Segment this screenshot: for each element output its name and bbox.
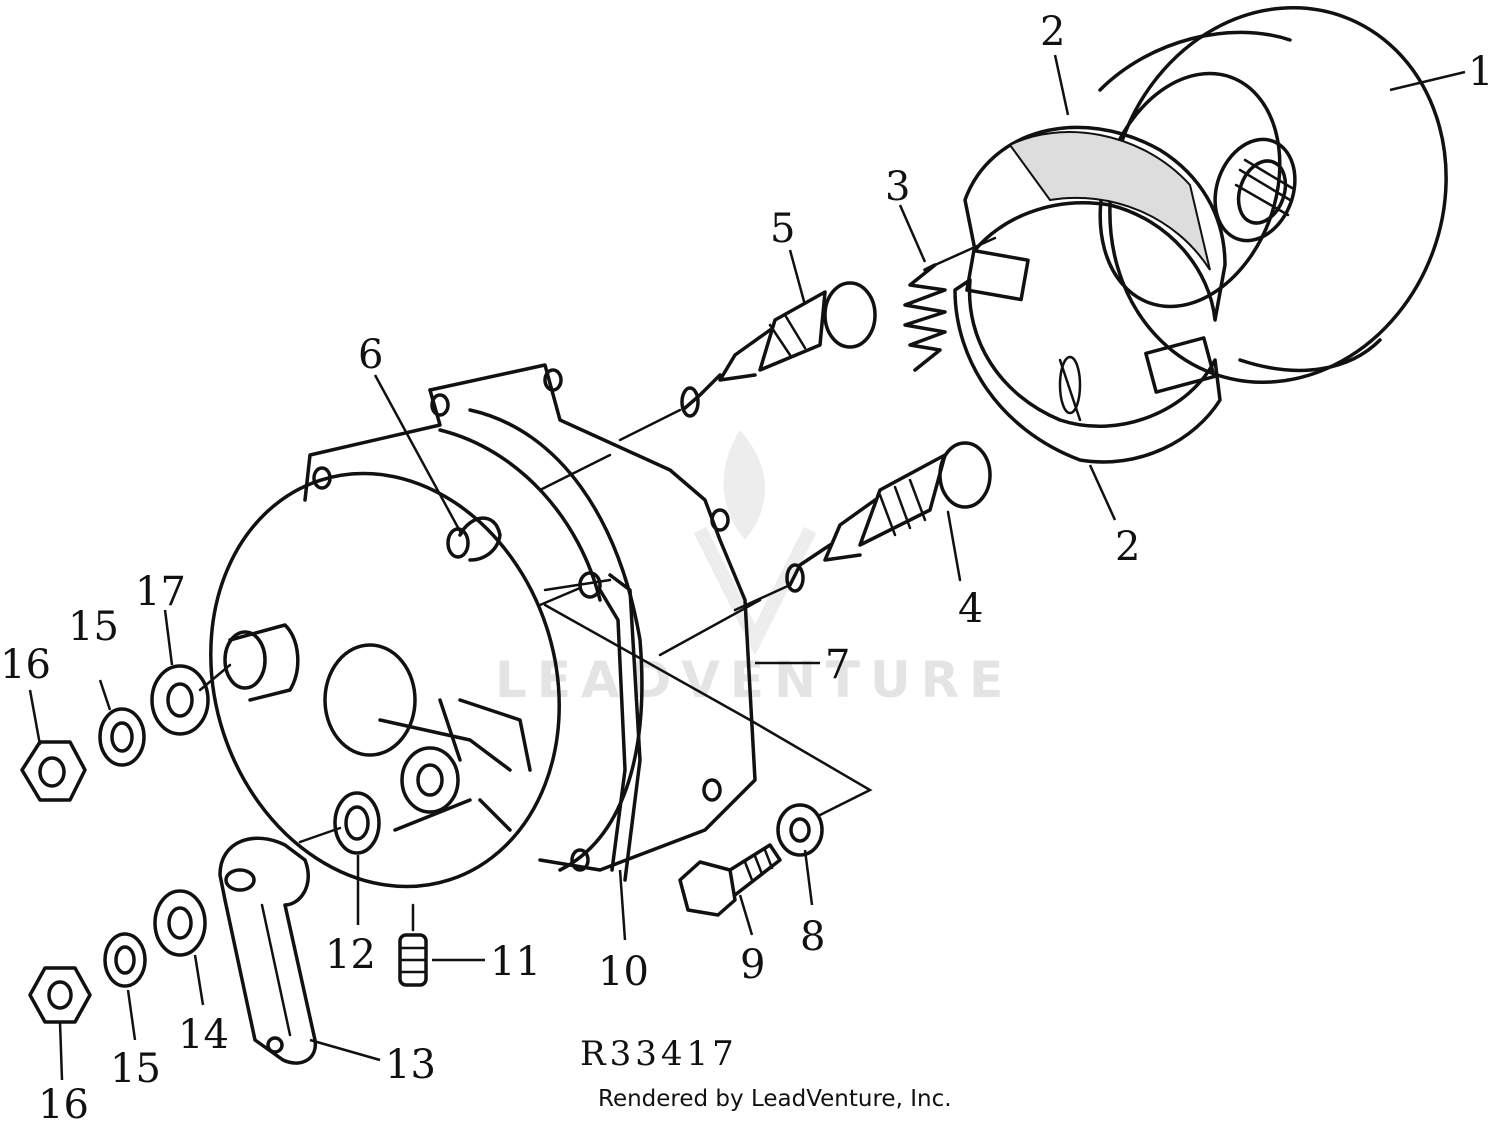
bolt-part-9: [678, 843, 782, 917]
leader-lines: [28, 54, 1466, 1081]
lever-part-13: [218, 836, 317, 1065]
callout-12: 12: [325, 932, 376, 978]
callout-17: 17: [135, 569, 186, 615]
callout-6: 6: [358, 332, 383, 378]
callout-3: 3: [885, 164, 910, 210]
callout-13: 13: [385, 1042, 436, 1088]
callout-2-upper: 2: [1040, 9, 1065, 55]
callout-1: 1: [1468, 49, 1493, 95]
callout-2-lower: 2: [1115, 524, 1140, 570]
callout-5: 5: [770, 206, 795, 252]
callout-11: 11: [490, 939, 541, 985]
washer-part-17: [150, 664, 210, 736]
shaft-part-5: [680, 281, 877, 418]
washer-part-14: [153, 889, 207, 957]
callout-7: 7: [825, 642, 850, 688]
callout-14: 14: [178, 1012, 229, 1058]
washer-part-12: [333, 791, 381, 855]
set-screw-part-11: [398, 903, 428, 987]
brake-housing: [209, 363, 757, 889]
callout-10: 10: [598, 949, 649, 995]
assembly-lines: [198, 408, 873, 844]
callout-8: 8: [800, 914, 825, 960]
render-credit: Rendered by LeadVenture, Inc.: [598, 1086, 952, 1112]
callout-15-lower: 15: [110, 1046, 161, 1092]
callout-16-lower: 16: [38, 1082, 89, 1123]
callout-4: 4: [958, 586, 983, 632]
callout-15-upper: 15: [68, 604, 119, 650]
callout-labels: 1 2 2 3 4 5 6 7 8 9 10 11 12 13 14 15 15…: [0, 9, 1493, 1123]
lockwasher-part-15-lower: [103, 932, 147, 988]
nut-part-16-upper: [20, 740, 87, 802]
spring-part-3: [903, 236, 997, 372]
drawing-number: R33417: [580, 1034, 738, 1074]
callout-16-upper: 16: [0, 642, 51, 688]
brake-shoe-lower-part-2: [953, 248, 1222, 464]
watermark-text: LEADVENTURE: [495, 651, 1013, 709]
brake-shoe-upper-part-2: [963, 125, 1227, 322]
nut-part-16-lower: [28, 966, 92, 1024]
adjuster-part-4: [785, 441, 992, 593]
lockwasher-part-8: [776, 803, 824, 857]
callout-9: 9: [740, 942, 765, 988]
brake-drum-part-1: [1098, 6, 1448, 384]
lockwasher-part-15-upper: [98, 707, 146, 767]
